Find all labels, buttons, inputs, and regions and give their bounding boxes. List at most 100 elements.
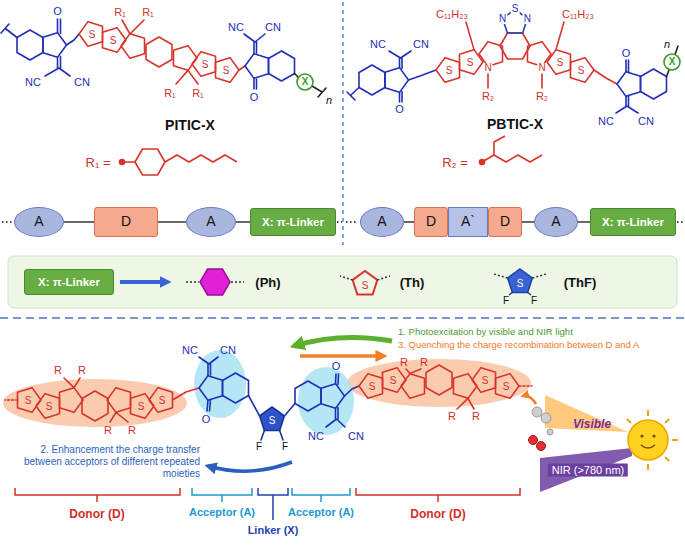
atom-label: N: [537, 63, 546, 73]
benzene-ring: [426, 365, 452, 395]
group-label: R₁ =: [86, 156, 111, 169]
benzene-ring: [17, 30, 43, 60]
bond-lines: [64, 378, 199, 422]
atom-label: N: [483, 63, 492, 73]
connector-line: [578, 221, 590, 223]
atom-label: S: [269, 416, 276, 426]
thiophene-ring: [495, 374, 519, 399]
pitic-structure: [1, 19, 326, 97]
thiophene-ring: [436, 58, 460, 83]
bond-lines: [261, 431, 283, 441]
atom-label: S: [557, 58, 564, 68]
bond-lines: [466, 22, 617, 88]
atom-label: S: [89, 30, 96, 40]
thiophene-ring: [359, 374, 383, 399]
node-text: A: [377, 214, 386, 229]
donor-halo: [347, 359, 531, 407]
atom-label: n: [326, 95, 332, 106]
atom-label: NC: [228, 22, 244, 33]
atom-label: R₂: [482, 91, 494, 102]
atom-label: S: [578, 66, 585, 76]
acceptor-ellipse: A: [360, 207, 404, 237]
node-text: X: π-Linker: [602, 216, 664, 229]
atom-label: S: [511, 4, 520, 14]
substituent-dots: [340, 276, 390, 280]
phenyl-ring: [131, 143, 169, 182]
atom-label: S: [446, 66, 453, 76]
atom-label: S: [517, 279, 524, 289]
group-bracket: [356, 488, 520, 502]
cyclopenta-ring: [107, 388, 131, 413]
benzene-ring: [295, 381, 321, 411]
atom-label: NIR (>780 nm): [548, 464, 628, 477]
divider-line: [342, 2, 343, 245]
polymer-structure: [5, 357, 532, 440]
thiophene-ring: [149, 388, 173, 413]
atom-label: CN: [74, 77, 90, 88]
group-bracket: [15, 488, 180, 502]
atom-label: S: [110, 36, 117, 46]
sun: [628, 420, 668, 460]
atom-label: NC: [25, 77, 41, 88]
pbtic-structure: [347, 10, 680, 114]
acceptor-core-box: A`: [448, 207, 488, 237]
sun-ray: [647, 410, 649, 416]
sun-eye: [652, 434, 655, 437]
sun-eye: [640, 434, 643, 437]
thiophene-ring: [353, 271, 378, 295]
atom-label: NC: [308, 431, 324, 442]
group-label: (Th): [400, 276, 425, 289]
ethylhexyl-chain: [482, 136, 542, 162]
connector-line: [236, 221, 250, 223]
gas-molecule: [532, 407, 542, 417]
atom-label: S: [46, 402, 53, 412]
bond-lines: [284, 374, 359, 427]
small-arrow: [523, 396, 536, 404]
atom-label: S: [223, 66, 230, 76]
sun-smile: [641, 445, 655, 448]
nir-beam: [540, 448, 632, 492]
indanone-ring: [385, 68, 409, 93]
linker-circle: [664, 54, 680, 70]
r2-substituent: [480, 136, 543, 165]
r1-substituent: [120, 143, 238, 182]
benzene-ring: [269, 51, 295, 81]
atom-label: R: [400, 357, 408, 368]
atom-label: NC: [182, 345, 198, 356]
connector-line: [404, 221, 414, 223]
benzene-ring: [82, 391, 108, 421]
atom-label: R: [448, 411, 456, 422]
node-text: D: [426, 214, 436, 229]
chain-dots: [519, 385, 532, 387]
band-arrow: [120, 280, 168, 284]
atom-label: R: [420, 357, 428, 368]
atom-label: R₁: [164, 88, 176, 99]
chain-dots: [5, 399, 18, 401]
atom-label: R: [78, 365, 86, 376]
chain-dots: [2, 221, 12, 223]
substituent-dots: [186, 281, 244, 283]
sun-ray: [627, 419, 631, 423]
atom-label: CN: [348, 431, 364, 442]
atom-label: N: [498, 14, 507, 24]
quenching-arrow: [300, 354, 384, 358]
atom-label: NC: [370, 39, 386, 50]
atom-label: O: [395, 104, 404, 115]
atom-label: S: [503, 382, 510, 392]
atom-label: Linker (X): [248, 525, 299, 536]
group-label: (Ph): [255, 276, 280, 289]
sun-ray: [647, 464, 649, 470]
atom-label: R₁: [142, 7, 154, 18]
atom-label: S: [202, 60, 209, 70]
indanone-ring: [245, 54, 269, 79]
gas-molecule: [547, 429, 553, 435]
indanone-ring: [617, 72, 641, 97]
atom-label: O: [202, 414, 211, 425]
node-text: A: [34, 214, 43, 229]
donor-box: D: [414, 207, 448, 237]
acceptor-halo: [194, 350, 246, 418]
indanone-ring: [199, 376, 223, 401]
node-text: D: [500, 214, 510, 229]
atom-label: X: [669, 57, 676, 67]
bond-lines: [295, 74, 327, 98]
